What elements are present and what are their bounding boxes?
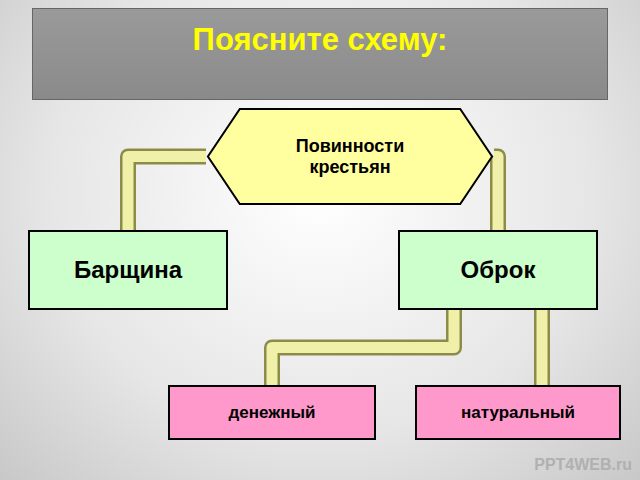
watermark: PPT4WEB.ru — [534, 456, 632, 474]
ribbon-stroke — [494, 157, 498, 231]
node-text: Повинности крестьян — [275, 136, 425, 178]
hexagon-node: Повинности крестьян — [205, 108, 495, 205]
ribbon-connector — [272, 310, 454, 385]
node-text: Оброк — [461, 256, 536, 284]
ribbon-stroke — [534, 310, 550, 385]
duty-box: Барщина — [28, 230, 228, 310]
node-text: Барщина — [74, 256, 182, 284]
ribbon-stroke — [272, 310, 454, 385]
hexagon-shape — [208, 109, 492, 204]
type-box: натуральный — [415, 385, 621, 440]
ribbon-connector — [542, 310, 543, 385]
slide-title: Поясните схему: — [32, 22, 608, 58]
duty-box: Оброк — [398, 230, 598, 310]
ribbon-stroke — [494, 157, 498, 231]
node-text: денежный — [228, 403, 315, 423]
type-box: денежный — [168, 385, 376, 440]
ribbon-stroke — [537, 310, 548, 385]
ribbon-connector — [494, 157, 498, 231]
ribbon-stroke — [128, 157, 206, 231]
ribbon-stroke — [272, 310, 454, 385]
ribbon-stroke — [128, 157, 206, 231]
ribbon-connector — [128, 157, 206, 231]
node-text: натуральный — [461, 403, 575, 423]
